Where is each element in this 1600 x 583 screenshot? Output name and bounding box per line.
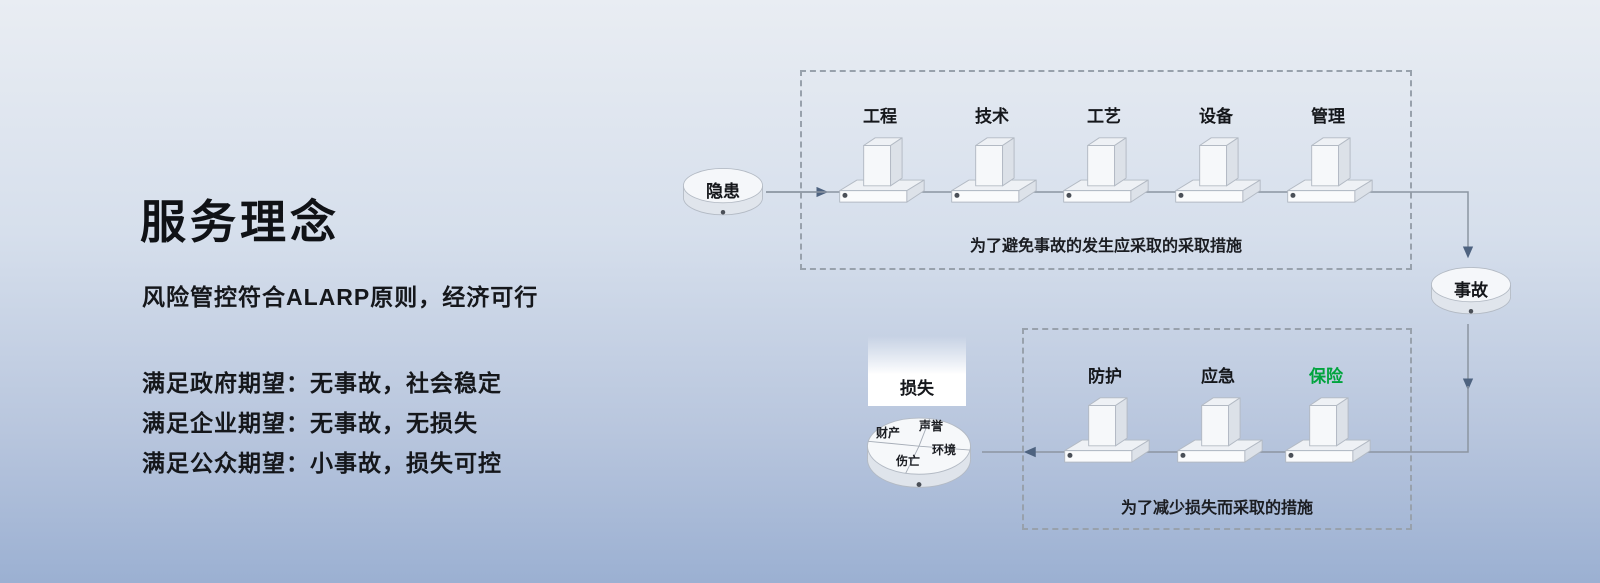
pie-slice-label-property: 财产 — [876, 426, 901, 440]
barrier-label-technology: 技术 — [975, 107, 1009, 126]
barrier-label-management: 管理 — [1311, 107, 1345, 126]
mitigation-caption: 为了减少损失而采取的措施 — [1120, 500, 1313, 517]
expectation-line-public: 满足公众期望：小事故，损失可控 — [142, 450, 502, 476]
barrier-block-icon — [1064, 397, 1150, 463]
subtitle: 风险管控符合ALARP原则，经济可行 — [142, 284, 539, 310]
pie-slice-label-environment: 环境 — [932, 443, 957, 457]
prevention-box — [800, 70, 1412, 270]
hazard-label: 隐患 — [706, 182, 740, 201]
barrier-block-icon — [1177, 397, 1263, 463]
barrier-label-emergency: 应急 — [1201, 367, 1235, 386]
barrier-label-insurance: 保险 — [1309, 367, 1343, 386]
barrier-block-icon — [1063, 137, 1149, 203]
mitigation-box — [1022, 328, 1412, 530]
accident-label: 事故 — [1454, 281, 1488, 300]
expectation-line-enterprise: 满足企业期望：无事故，无损失 — [142, 410, 478, 436]
loss-label: 损失 — [900, 379, 934, 398]
pie-slice-label-reputation: 声誉 — [919, 419, 944, 433]
barrier-label-equipment: 设备 — [1199, 107, 1233, 126]
pie-slice-label-casualty: 伤亡 — [896, 454, 921, 468]
barrier-label-process: 工艺 — [1087, 107, 1121, 126]
barrier-label-engineering: 工程 — [863, 107, 897, 126]
barrier-block-icon — [839, 137, 925, 203]
barrier-block-icon — [1287, 137, 1373, 203]
expectation-line-government: 满足政府期望：无事故，社会稳定 — [142, 370, 502, 396]
prevention-caption: 为了避免事故的发生应采取的采取措施 — [969, 238, 1242, 255]
loss-pie-icon — [867, 417, 971, 488]
barrier-block-icon — [1175, 137, 1261, 203]
barrier-block-icon — [1285, 397, 1371, 463]
barrier-block-icon — [951, 137, 1037, 203]
loss-band — [868, 336, 966, 406]
page-title: 服务理念 — [140, 196, 340, 248]
barrier-label-protection: 防护 — [1088, 367, 1122, 386]
